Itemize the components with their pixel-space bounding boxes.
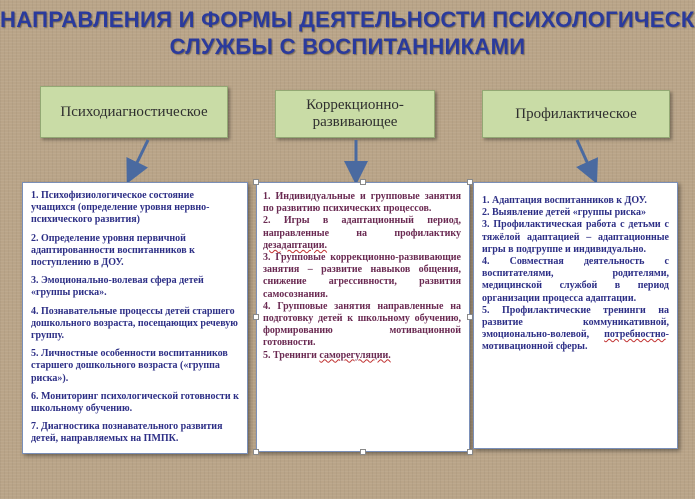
list-item: 4. Групповые занятия направленные на под…	[263, 300, 461, 349]
header-psychodiagnostic: Психодиагностическое	[40, 86, 228, 138]
header-preventive: Профилактическое	[482, 90, 670, 138]
list-item: 6. Мониторинг психологической готовности…	[31, 390, 239, 415]
resize-handle-left[interactable]	[253, 314, 259, 320]
resize-handle-bottom-left[interactable]	[253, 449, 259, 455]
list-item: 2. Определение уровня первичной адаптиро…	[31, 232, 195, 269]
list-item: 7. Диагностика познавательного развития …	[31, 421, 223, 445]
list-item: 2. Игры в адаптационный период, направле…	[263, 215, 461, 252]
resize-handle-top[interactable]	[360, 179, 366, 185]
list-item-underlined: саморегуляции.	[319, 349, 391, 361]
list-item-underlined: потребностно	[604, 329, 666, 341]
resize-handle-right[interactable]	[467, 314, 473, 320]
list-item: 1. Индивидуальные и групповые занятия по…	[263, 191, 461, 215]
preventive-list: 1. Адаптация воспитанников к ДОУ. 2. Выя…	[473, 182, 678, 449]
page-title: НАПРАВЛЕНИЯ И ФОРМЫ ДЕЯТЕЛЬНОСТИ ПСИХОЛО…	[0, 6, 695, 60]
list-item: 5. Личностные особенности воспитанников …	[31, 348, 228, 384]
header-correctional-developmental: Коррекционно-развивающее	[275, 90, 435, 138]
list-item: 3. Профилактическая работа с детьми с тя…	[482, 219, 669, 255]
list-item-text-end: -мотивационной сферы.	[482, 329, 669, 353]
arrow-preventive	[575, 139, 598, 184]
list-item: 5. Профилактические тренинги на развитие…	[482, 305, 669, 354]
arrow-psychodiagnostic	[126, 139, 150, 184]
list-item: 4. Совместная деятельность с воспитателя…	[482, 256, 669, 304]
resize-handle-top-left[interactable]	[253, 179, 259, 185]
page-title-line-1: НАПРАВЛЕНИЯ И ФОРМЫ ДЕЯТЕЛЬНОСТИ ПСИХОЛО…	[0, 7, 695, 32]
correctional-list[interactable]: 1. Индивидуальные и групповые занятия по…	[256, 182, 470, 452]
list-item: 3. Эмоционально-волевая сфера детей «гру…	[31, 275, 204, 299]
list-item: 1. Психофизиологическое состояние учащих…	[31, 190, 210, 226]
list-item: 2. Выявление детей «группы риска»	[482, 207, 646, 219]
list-item: 5. Тренинги саморегуляции.	[263, 350, 461, 362]
list-item-text: 5. Профилактические тренинги на развитие…	[482, 304, 669, 341]
list-item-text: 2. Игры в адаптационный период, направле…	[263, 215, 461, 239]
resize-handle-bottom-right[interactable]	[467, 449, 473, 455]
list-item: 1. Адаптация воспитанников к ДОУ.	[482, 195, 647, 206]
list-item-underlined: дезадаптации.	[263, 239, 328, 251]
list-item-text: 5. Тренинги	[263, 349, 317, 361]
psychodiagnostic-list: 1. Психофизиологическое состояние учащих…	[22, 182, 248, 454]
resize-handle-top-right[interactable]	[467, 179, 473, 185]
resize-handle-bottom[interactable]	[360, 449, 366, 455]
list-item: 4. Познавательные процессы детей старшег…	[31, 305, 238, 342]
page-title-line-2: СЛУЖБЫ С ВОСПИТАННИКАМИ	[169, 34, 526, 59]
list-item: 3. Групповые коррекционно-развивающие за…	[263, 252, 461, 300]
